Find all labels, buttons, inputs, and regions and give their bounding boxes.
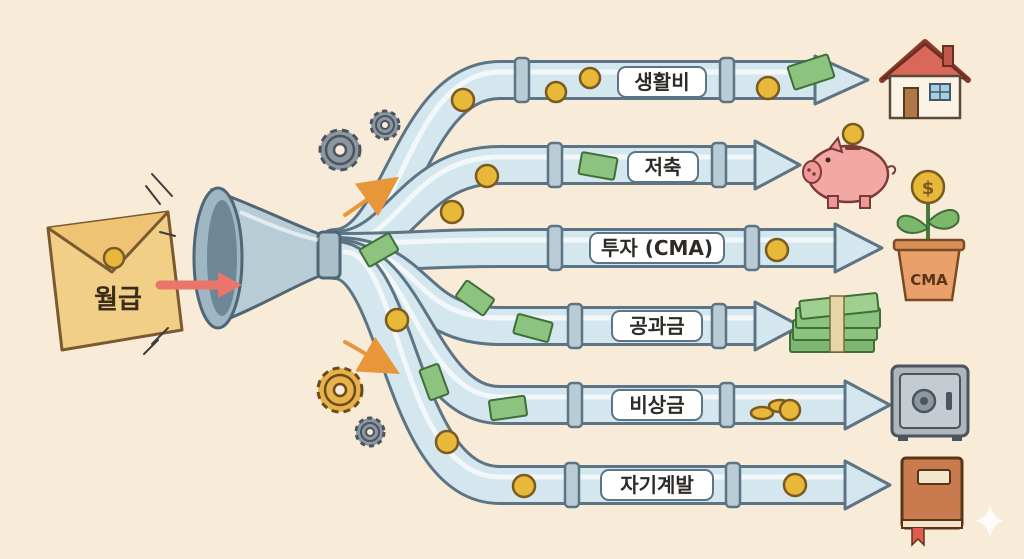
pipe-branch-6 — [315, 240, 870, 505]
safe-icon — [890, 364, 970, 441]
svg-text:투자 (CMA): 투자 (CMA) — [601, 236, 713, 260]
plant-pot-label: CMA — [910, 271, 948, 289]
svg-text:저축: 저축 — [645, 155, 682, 179]
pipe-collars — [513, 56, 761, 509]
coins — [384, 66, 808, 499]
piggy-bank-icon — [802, 122, 897, 209]
gear-icon — [316, 366, 386, 448]
inflow-arrow — [155, 272, 242, 298]
branch-label-2: 저축 — [627, 151, 699, 183]
svg-text:비상금: 비상금 — [629, 393, 684, 417]
flow-arrow-icon — [343, 176, 400, 374]
salary-label: 월급 — [94, 285, 142, 315]
gear-icon — [318, 109, 401, 172]
cash-stack-icon — [789, 292, 881, 353]
funnel — [192, 186, 342, 330]
branch-label-4: 공과금 — [611, 310, 703, 342]
book-icon — [900, 456, 964, 547]
bills — [359, 53, 836, 422]
svg-text:공과금: 공과금 — [629, 314, 684, 338]
house-icon — [879, 39, 971, 120]
motion-lines — [143, 173, 176, 355]
salary-envelope: 월급 — [46, 210, 184, 352]
svg-text:$: $ — [922, 178, 935, 199]
money-plant-icon: $ CMA — [892, 169, 966, 302]
svg-text:자기계발: 자기계발 — [620, 473, 694, 497]
branch-label-3: 투자 (CMA) — [589, 232, 725, 264]
branch-label-6: 자기계발 — [600, 469, 714, 501]
pipe-branch-3 — [315, 228, 860, 272]
branch-label-1: 생활비 — [617, 66, 707, 98]
sparkle-icon — [976, 505, 1004, 537]
branch-labels: 생활비 저축 투자 (CMA) 공과금 비상금 자기계발 — [589, 66, 725, 501]
pipe-network — [315, 54, 892, 511]
pipe-arrowheads — [753, 54, 892, 511]
svg-text:생활비: 생활비 — [634, 70, 689, 94]
branch-label-5: 비상금 — [611, 389, 703, 421]
